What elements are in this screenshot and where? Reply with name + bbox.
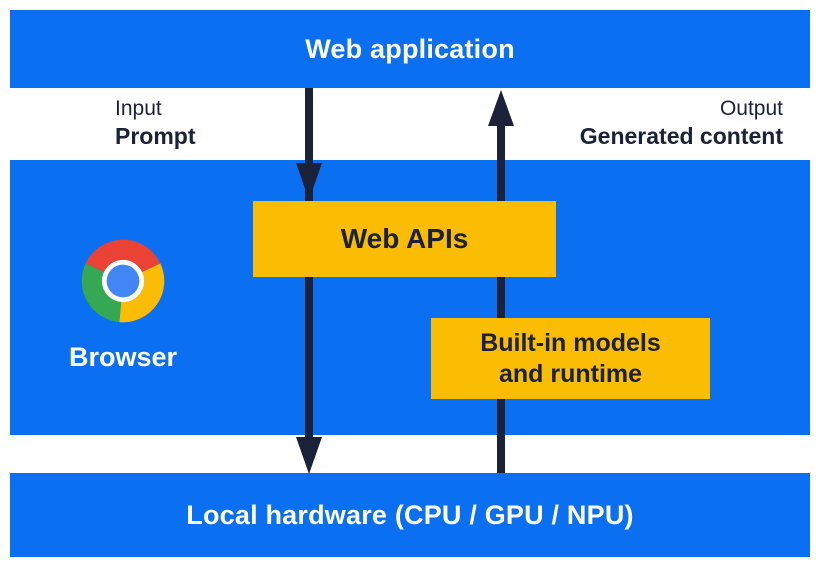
builtin-models-box: Built-in models and runtime <box>431 318 710 399</box>
down-arrowhead-icon <box>296 437 322 474</box>
chrome-logo-icon <box>81 239 165 323</box>
builtin-models-line2: and runtime <box>498 359 643 388</box>
local-hardware-bar: Local hardware (CPU / GPU / NPU) <box>10 473 810 557</box>
up-arrow-line <box>497 122 505 473</box>
input-title: Input <box>115 97 162 120</box>
local-hardware-label: Local hardware (CPU / GPU / NPU) <box>186 499 634 530</box>
down-arrowhead-icon <box>296 163 322 200</box>
output-label-block: Output Generated content <box>580 95 783 150</box>
browser-label: Browser <box>68 342 178 372</box>
output-value: Generated content <box>579 123 783 149</box>
input-label-block: Input Prompt <box>115 95 196 150</box>
builtin-models-line1: Built-in models <box>480 328 661 357</box>
input-value: Prompt <box>115 123 196 149</box>
web-apis-label: Web APIs <box>340 223 469 254</box>
up-arrowhead-icon <box>488 90 514 126</box>
output-title: Output <box>719 97 783 120</box>
web-application-bar: Web application <box>10 10 810 88</box>
web-apis-box: Web APIs <box>253 201 556 277</box>
web-application-label: Web application <box>305 33 515 64</box>
